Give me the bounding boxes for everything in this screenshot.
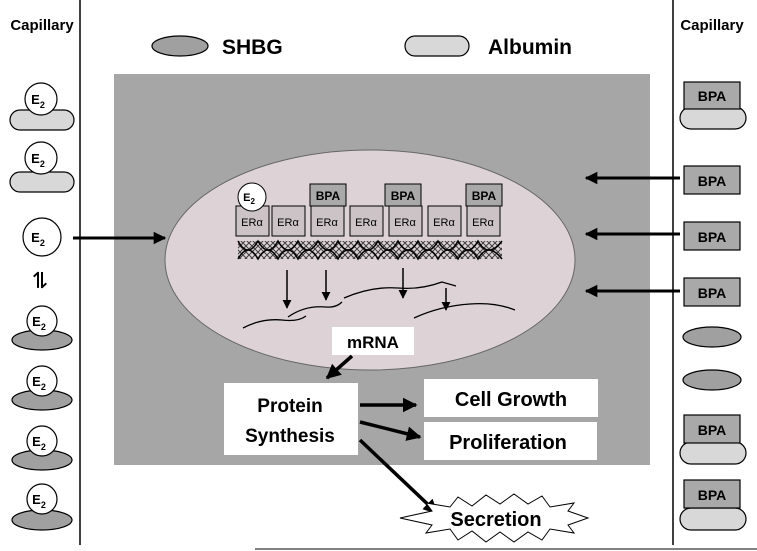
protein-synthesis-line2: Synthesis [245,426,335,447]
e2-label: E2 [32,434,46,452]
receptor-row: ERα ERα ERα ERα ERα ERα ERα [235,205,501,237]
translation-arrow [325,354,354,380]
e2-albumin-complex: E2 [9,82,75,131]
e2-label: E2 [31,92,45,110]
legend: SHBG Albumin [151,35,572,59]
cell-growth-label: Cell Growth [455,389,567,411]
bpa-box [683,479,741,509]
bound-bpa-label: BPA [316,189,341,203]
e2-shbg-complex: E2 [11,305,73,351]
er-alpha-label: ERα [433,217,455,229]
albumin-legend-label: Albumin [488,36,572,59]
bound-bpa-label: BPA [391,189,416,203]
albumin [679,507,747,531]
albumin-legend-swatch [404,35,470,57]
dna-helix [237,239,503,261]
proliferation-arrow [359,420,422,441]
right-capillary-label: Capillary [680,17,744,34]
free-e2-molecule [22,217,62,257]
e2-molecule [26,483,58,515]
free-bpa-label: BPA [698,173,727,189]
albumin [679,441,747,465]
secretion-label: Secretion [450,509,541,531]
shbg [682,326,742,348]
e2-label: E2 [32,374,46,392]
e2-molecule [26,305,58,337]
bound-bpa-label: BPA [472,189,497,203]
shbg-legend-label: SHBG [222,36,283,59]
e2-molecule [24,82,58,116]
free-e2-label: E2 [31,230,45,248]
free-bpa-label: BPA [698,229,727,245]
mrna-strands [242,281,516,329]
bpa-box [683,414,741,444]
equilibrium-symbol: ⇌ [28,271,53,289]
bound-bpa-box [384,183,422,207]
bound-e2-molecule [237,182,267,212]
bpa-label: BPA [698,422,727,438]
er-alpha-receptor [310,205,345,237]
albumin [679,106,747,130]
e2-molecule [26,425,58,457]
er-alpha-label: ERα [277,217,299,229]
bound-e2-label: E2 [243,192,255,206]
bpa-label: BPA [698,88,727,104]
er-alpha-receptor [271,205,306,237]
e2-shbg-complex: E2 [11,425,73,471]
er-alpha-label: ERα [394,217,416,229]
e2-label: E2 [32,314,46,332]
e2-label: E2 [31,151,45,169]
shbg [682,369,742,391]
bpa-albumin-complex: BPA [679,414,747,465]
shbg-legend-swatch [151,35,209,57]
secretion-burst [399,493,590,543]
protein-synthesis-box [224,383,358,455]
e2-shbg-complex: E2 [11,365,73,411]
e2-shbg-complex: E2 [11,483,73,531]
free-bpa-box [683,165,741,195]
er-alpha-receptor [427,205,462,237]
er-alpha-label: ERα [316,217,338,229]
albumin [9,171,75,193]
mrna-box [332,327,414,355]
er-alpha-label: ERα [472,217,494,229]
bpa-label: BPA [698,487,727,503]
er-alpha-receptor [349,205,384,237]
left-capillary-label: Capillary [10,17,74,34]
secretion-arrow [358,438,439,515]
e2-molecule [26,365,58,397]
mrna-label: mRNA [347,333,399,352]
e2-albumin-complex: E2 [9,141,75,193]
bpa-albumin-complex: BPA [679,479,747,531]
bpa-box [683,81,741,110]
er-alpha-label: ERα [241,217,263,229]
proliferation-box [424,422,597,460]
e2-label: E2 [32,492,46,510]
er-alpha-label: ERα [355,217,377,229]
proliferation-label: Proliferation [449,432,567,454]
bound-bpa-box [309,183,347,207]
protein-synthesis-line1: Protein [257,396,322,417]
free-bpa-box [683,221,741,251]
bpa-albumin-complex: BPA [679,81,747,130]
free-bpa-label: BPA [698,285,727,301]
e2-molecule [24,141,58,175]
bound-bpa-box [465,183,503,207]
cell-growth-box [424,379,598,417]
free-bpa-box [683,277,741,307]
